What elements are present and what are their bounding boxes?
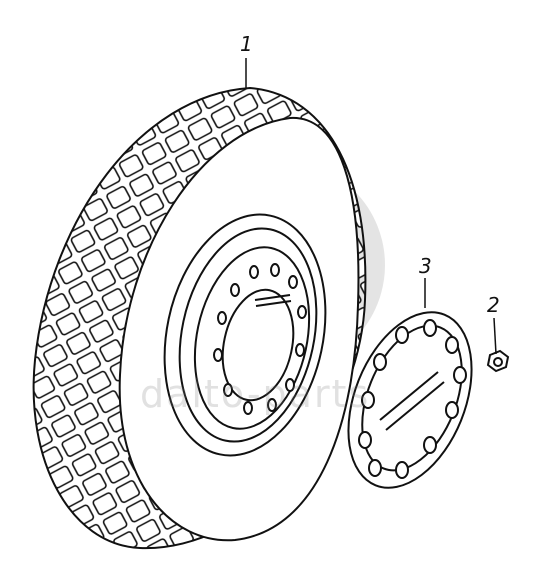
- leader-lines: [245, 58, 497, 355]
- callout-1: 1: [240, 32, 253, 56]
- rim-inner: [178, 227, 318, 443]
- wheel-nut: [486, 349, 510, 373]
- wheel-hub: [221, 288, 295, 402]
- rim-flange: [193, 246, 311, 430]
- cover-holes: [358, 319, 467, 479]
- tire: [32, 86, 367, 550]
- cover-slot: [379, 371, 439, 421]
- wheel-cover: [347, 311, 473, 489]
- callout-2: 2: [487, 293, 500, 317]
- stud-holes: [213, 263, 307, 415]
- watermark-text: dalto-parts: [140, 372, 371, 416]
- callout-3: 3: [419, 254, 432, 278]
- hub-slot: [254, 294, 291, 301]
